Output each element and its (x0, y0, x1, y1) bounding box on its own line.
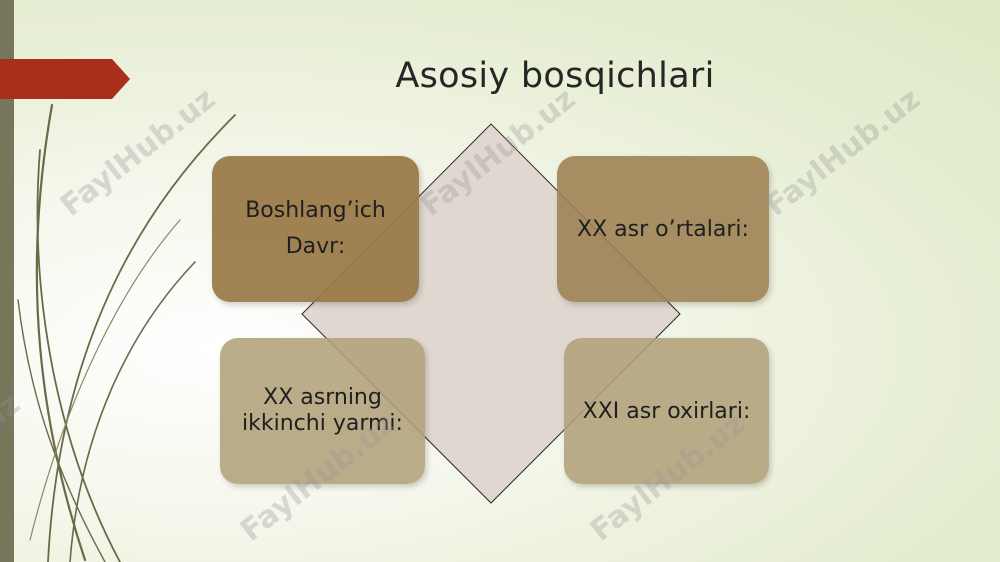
stage-box-early-period: Boshlang’ich Davr: (212, 156, 419, 302)
grass-decoration (17, 103, 236, 562)
slide-title: Asosiy bosqichlari (395, 56, 715, 96)
title-accent-arrow (0, 59, 130, 99)
stage-label: XX asr o’rtalari: (577, 216, 749, 242)
stage-label: XX asrning ikkinchi yarmi: (242, 385, 403, 436)
stage-box-end-21st-century: XXI asr oxirlari: (564, 338, 769, 484)
stage-box-mid-20th-century: XX asr o’rtalari: (557, 156, 769, 302)
stage-box-late-20th-century: XX asrning ikkinchi yarmi: (220, 338, 425, 484)
stage-label: XXI asr oxirlari: (582, 398, 751, 424)
left-accent-bar (0, 0, 14, 562)
stage-label: Boshlang’ich Davr: (245, 198, 386, 259)
